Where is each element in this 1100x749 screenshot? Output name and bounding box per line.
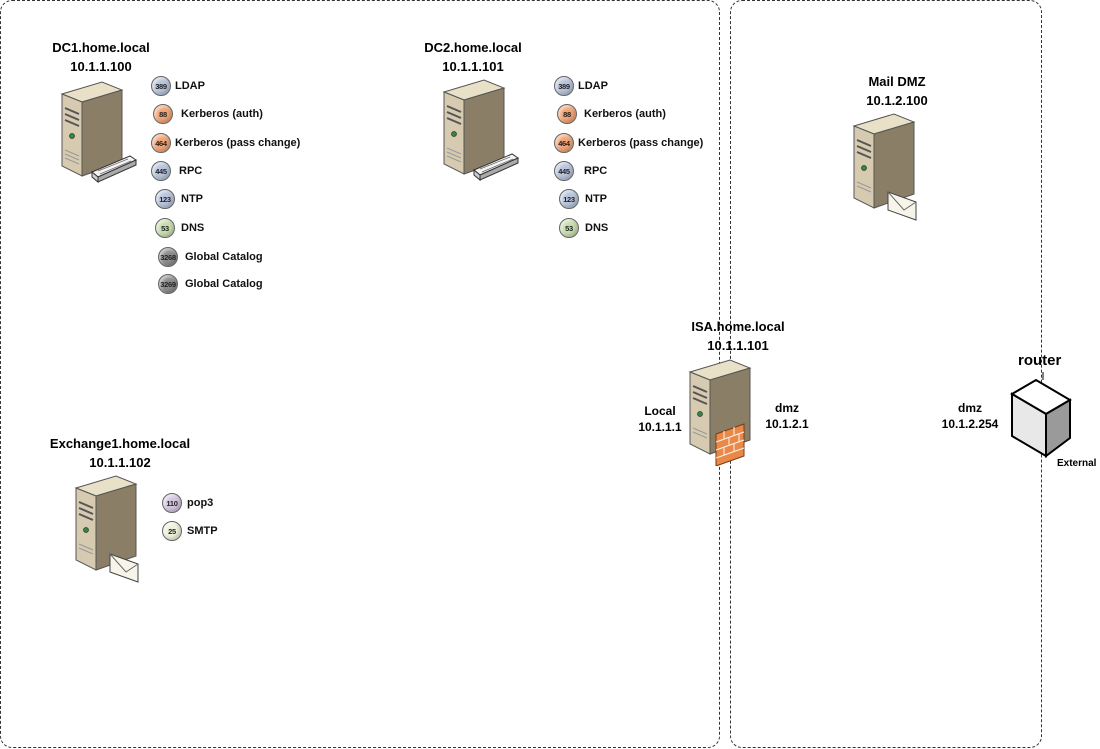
dc1-port-kerberos-auth: 88 Kerberos (auth) <box>153 104 263 124</box>
port-badge: 445 <box>151 161 171 181</box>
brick-wall-icon <box>715 423 745 466</box>
maildmz-hostname: Mail DMZ <box>868 74 926 89</box>
port-label: RPC <box>584 165 608 177</box>
port-badge: 464 <box>554 133 574 153</box>
dc1-hostname: DC1.home.local <box>52 40 150 55</box>
isa-label: ISA.home.local 10.1.1.101 <box>691 317 784 355</box>
port-label: DNS <box>585 222 609 234</box>
exchange1-port-pop3: 110 pop3 <box>162 493 213 513</box>
dc2-port-kerberos-pass-change: 464 Kerberos (pass change) <box>554 133 703 153</box>
dc1-label: DC1.home.local 10.1.1.100 <box>52 38 150 76</box>
keyboard-icon <box>473 153 520 182</box>
domain-controller-server-icon[interactable] <box>58 78 138 188</box>
dc1-port-global-catalog-3269: 3269 Global Catalog <box>158 274 263 294</box>
isa-dmz-name: dmz <box>775 401 799 415</box>
port-badge: 3268 <box>158 247 178 267</box>
port-label: Kerberos (pass change) <box>578 137 704 149</box>
mail-server-icon[interactable] <box>850 110 930 222</box>
dc1-ip: 10.1.1.100 <box>70 59 132 74</box>
port-badge: 25 <box>162 521 182 541</box>
router-icon[interactable] <box>1006 372 1076 462</box>
isa-local-name: Local <box>644 404 676 418</box>
port-label: DNS <box>181 222 205 234</box>
port-badge: 123 <box>559 189 579 209</box>
port-label: Kerberos (auth) <box>181 108 263 120</box>
port-label: LDAP <box>175 80 205 92</box>
dc1-port-dns: 53 DNS <box>155 218 204 238</box>
port-label: pop3 <box>187 497 214 509</box>
dc1-port-ntp: 123 NTP <box>155 189 203 209</box>
port-label: NTP <box>585 193 607 205</box>
port-badge: 389 <box>151 76 171 96</box>
dc2-hostname: DC2.home.local <box>424 40 522 55</box>
dc2-port-dns: 53 DNS <box>559 218 608 238</box>
isa-dmz-ip: 10.1.2.1 <box>765 417 809 431</box>
port-badge: 464 <box>151 133 171 153</box>
dc2-port-ldap: 389 LDAP <box>554 76 608 96</box>
dc2-port-kerberos-auth: 88 Kerberos (auth) <box>557 104 666 124</box>
port-label: Kerberos (pass change) <box>175 137 301 149</box>
port-label: LDAP <box>578 80 608 92</box>
dc1-port-ldap: 389 LDAP <box>151 76 205 96</box>
router-dmz-ip: 10.1.2.254 <box>941 417 999 431</box>
dc1-port-rpc: 445 RPC <box>151 161 202 181</box>
exchange1-port-smtp: 25 SMTP <box>162 521 218 541</box>
port-badge: 389 <box>554 76 574 96</box>
router-title: router <box>1018 352 1062 369</box>
port-badge: 53 <box>155 218 175 238</box>
keyboard-icon <box>91 155 138 184</box>
dc2-port-ntp: 123 NTP <box>559 189 607 209</box>
router-dmz-name: dmz <box>958 401 982 415</box>
mail-server-icon[interactable] <box>72 472 152 584</box>
port-badge: 445 <box>554 161 574 181</box>
dc2-ip: 10.1.1.101 <box>442 59 504 74</box>
dc1-port-kerberos-pass-change: 464 Kerberos (pass change) <box>151 133 300 153</box>
port-badge: 3269 <box>158 274 178 294</box>
firewall-server-icon[interactable] <box>686 356 766 466</box>
port-label: Global Catalog <box>185 251 263 263</box>
dc2-label: DC2.home.local 10.1.1.101 <box>424 38 522 76</box>
port-badge: 110 <box>162 493 182 513</box>
isa-local-ip: 10.1.1.1 <box>638 420 682 434</box>
envelope-icon <box>109 553 139 583</box>
port-label: NTP <box>181 193 203 205</box>
exchange1-label: Exchange1.home.local 10.1.1.102 <box>50 434 190 472</box>
port-badge: 88 <box>153 104 173 124</box>
isa-dmz-interface: dmz 10.1.2.1 <box>765 400 808 432</box>
maildmz-ip: 10.1.2.100 <box>866 93 928 108</box>
exchange1-ip: 10.1.1.102 <box>89 455 151 470</box>
port-badge: 88 <box>557 104 577 124</box>
envelope-icon <box>887 191 917 221</box>
maildmz-label: Mail DMZ 10.1.2.100 <box>866 72 927 110</box>
port-badge: 123 <box>155 189 175 209</box>
isa-hostname: ISA.home.local <box>691 319 785 334</box>
exchange1-hostname: Exchange1.home.local <box>49 436 191 451</box>
isa-local-interface: Local 10.1.1.1 <box>638 403 681 435</box>
isa-ip: 10.1.1.101 <box>707 338 769 353</box>
dc2-port-rpc: 445 RPC <box>554 161 607 181</box>
port-label: RPC <box>179 165 203 177</box>
port-label: SMTP <box>187 525 218 537</box>
port-label: Global Catalog <box>185 278 263 290</box>
router-dmz-interface: dmz 10.1.2.254 <box>942 400 999 432</box>
port-badge: 53 <box>559 218 579 238</box>
router-external-label: External <box>1057 458 1097 469</box>
dc1-port-global-catalog-3268: 3268 Global Catalog <box>158 247 263 267</box>
port-label: Kerberos (auth) <box>584 108 666 120</box>
domain-controller-server-icon[interactable] <box>440 76 520 186</box>
